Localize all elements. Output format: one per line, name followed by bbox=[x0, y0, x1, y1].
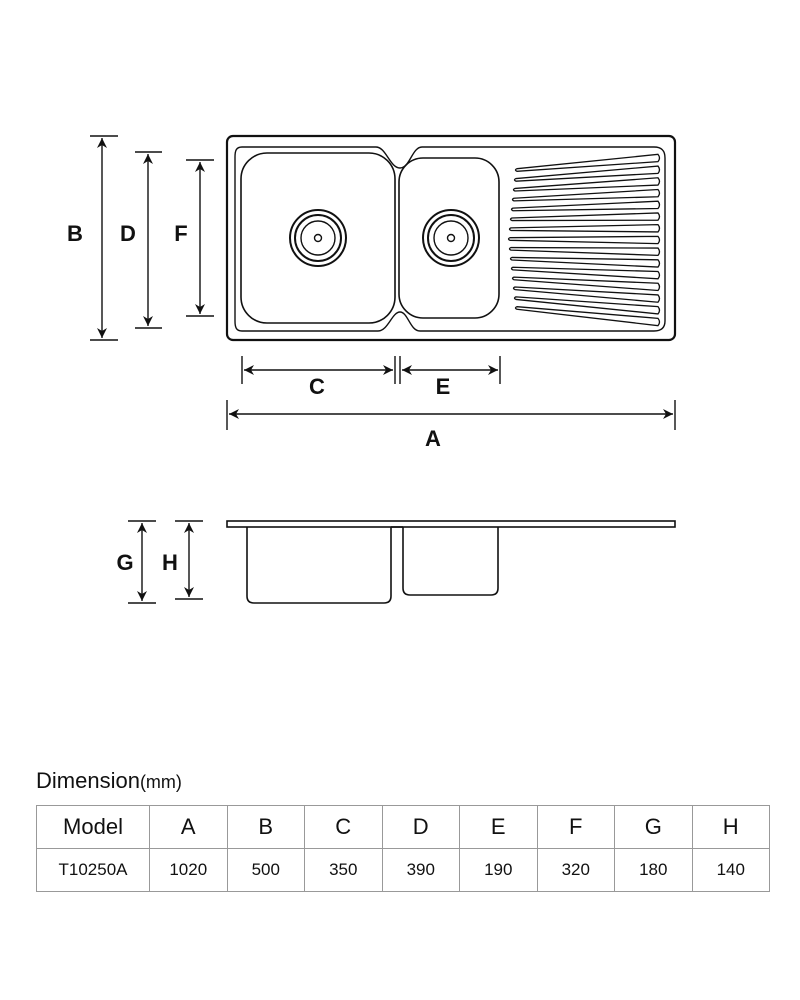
sink-inner-rim bbox=[234, 146, 666, 332]
table-header-row: Model A B C D E F G H bbox=[36, 805, 770, 849]
cell-F: 320 bbox=[536, 848, 615, 892]
cell-model: T10250A bbox=[36, 848, 150, 892]
large-bowl-drain bbox=[289, 209, 347, 267]
cell-A: 1020 bbox=[149, 848, 228, 892]
dimension-H-label: H bbox=[162, 550, 178, 575]
dimension-lines-top bbox=[90, 135, 676, 430]
header-model: Model bbox=[36, 805, 150, 849]
cell-D: 390 bbox=[381, 848, 460, 892]
drainboard-groove bbox=[512, 177, 661, 192]
header-C: C bbox=[304, 805, 383, 849]
header-H: H bbox=[691, 805, 770, 849]
side-view-top-rim bbox=[226, 520, 676, 528]
cell-H: 140 bbox=[691, 848, 770, 892]
cell-C: 350 bbox=[304, 848, 383, 892]
drainboard-groove bbox=[513, 165, 661, 182]
dimension-A-label: A bbox=[425, 426, 441, 451]
drainboard-groove bbox=[508, 223, 661, 233]
dimension-G-label: G bbox=[116, 550, 133, 575]
drainboard-groove bbox=[508, 246, 661, 257]
drainboard-groove bbox=[510, 266, 661, 280]
side-view-small-bowl bbox=[402, 527, 499, 596]
sink-technical-drawing: B D F C E A G H bbox=[67, 134, 677, 604]
header-A: A bbox=[149, 805, 228, 849]
sink-top-view bbox=[225, 134, 677, 342]
dimension-E-label: E bbox=[436, 374, 451, 399]
drainboard-groove bbox=[513, 296, 661, 315]
drainboard-groove bbox=[514, 306, 661, 327]
table-caption: Dimension(mm) bbox=[36, 768, 182, 794]
dimension-C-label: C bbox=[309, 374, 325, 399]
drainboard-groove bbox=[514, 153, 661, 172]
large-bowl bbox=[240, 152, 396, 324]
sink-side-view bbox=[226, 520, 676, 604]
side-view-large-bowl bbox=[246, 527, 392, 604]
drainboard-groove bbox=[511, 276, 661, 292]
table-row: T10250A 1020 500 350 390 190 320 180 140 bbox=[36, 848, 770, 892]
table-caption-text: Dimension bbox=[36, 768, 140, 793]
drainboard-groove bbox=[510, 200, 661, 212]
cell-E: 190 bbox=[459, 848, 538, 892]
header-F: F bbox=[536, 805, 615, 849]
small-bowl-drain bbox=[422, 209, 480, 267]
drainboard-grooves bbox=[507, 153, 661, 327]
dimension-F-label: F bbox=[174, 221, 187, 246]
dimension-table: Model A B C D E F G H T10250A 1020 500 3… bbox=[36, 805, 770, 892]
cell-G: 180 bbox=[614, 848, 693, 892]
dimension-B-label: B bbox=[67, 221, 83, 246]
drainboard-groove bbox=[509, 212, 661, 222]
table-caption-unit: (mm) bbox=[139, 772, 182, 792]
drainboard-groove bbox=[512, 286, 661, 303]
drainboard-groove bbox=[507, 235, 661, 245]
cell-B: 500 bbox=[226, 848, 305, 892]
drainboard-groove bbox=[511, 188, 661, 202]
header-E: E bbox=[459, 805, 538, 849]
header-B: B bbox=[226, 805, 305, 849]
dimension-D-label: D bbox=[120, 221, 136, 246]
small-bowl bbox=[398, 157, 500, 319]
dimension-lines-side bbox=[128, 520, 203, 604]
drainboard-groove bbox=[509, 256, 661, 268]
header-G: G bbox=[614, 805, 693, 849]
header-D: D bbox=[381, 805, 460, 849]
sink-outer-rim bbox=[225, 134, 677, 342]
